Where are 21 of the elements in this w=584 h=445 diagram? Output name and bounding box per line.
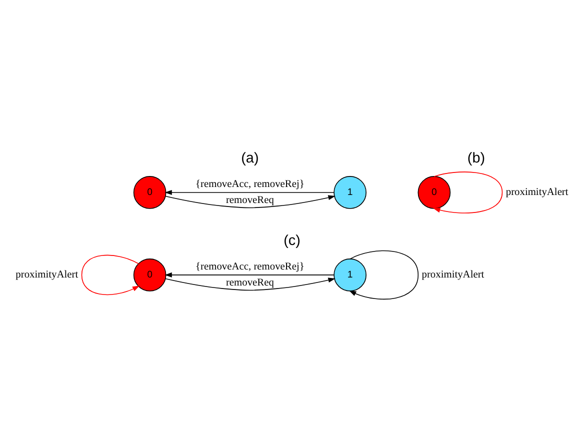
- edge-label: {removeAcc, removeRej}: [196, 262, 304, 273]
- edge-label: proximityAlert: [16, 270, 78, 281]
- label: (b): [467, 150, 486, 166]
- arrow: [81, 254, 140, 296]
- arrow: [433, 172, 503, 214]
- node-circle: 1: [334, 258, 366, 292]
- arrow: [164, 272, 334, 278]
- edge-label: {removeAcc, removeRej}: [196, 179, 304, 190]
- label: (a): [241, 150, 259, 166]
- arrow: [165, 195, 336, 208]
- arrow: [165, 278, 336, 291]
- edge-label: proximityAlert: [422, 270, 484, 281]
- label: (c): [284, 232, 300, 249]
- arrow: [348, 250, 419, 300]
- node-circle: 1: [334, 176, 366, 209]
- edge-label: proximityAlert: [506, 187, 568, 198]
- edge-label: removeReq: [226, 278, 274, 289]
- edge-label: removeReq: [226, 195, 274, 206]
- arrow: [164, 190, 334, 195]
- node-circle: 0: [133, 176, 166, 209]
- node-circle: 0: [418, 176, 451, 209]
